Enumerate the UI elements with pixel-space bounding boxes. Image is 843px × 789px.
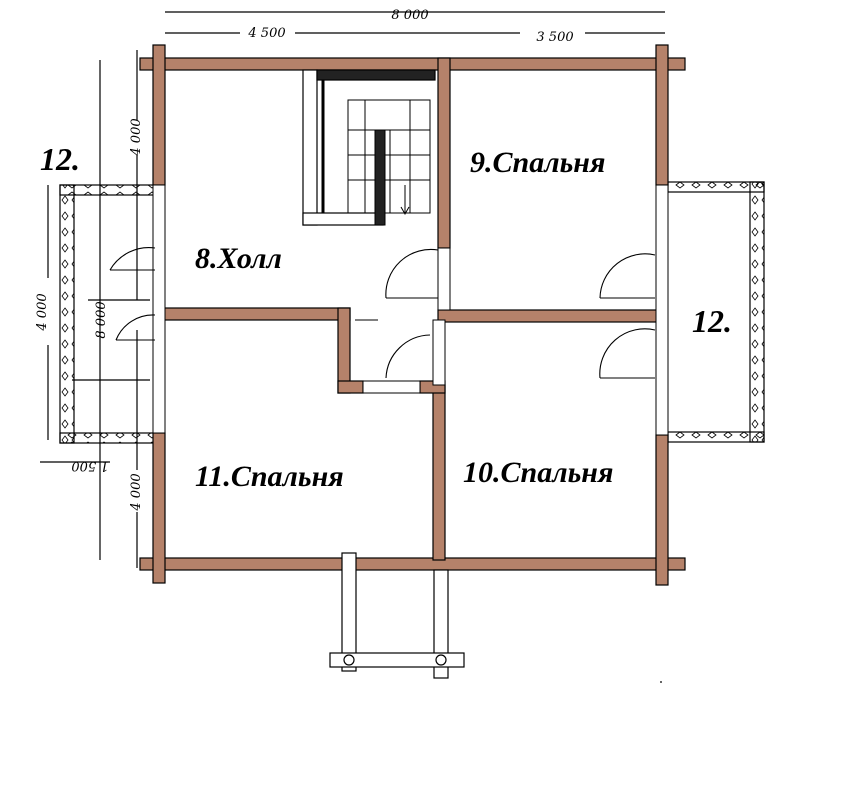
staircase: [316, 80, 431, 226]
room-bedroom-11-label: 11.Спальня: [195, 460, 344, 493]
balcony-right: [667, 181, 765, 443]
dim-left-upper: 4 000: [129, 118, 144, 156]
dim-right-top: 3 500: [536, 30, 573, 45]
balcony-left-label: 12.: [40, 141, 80, 177]
balcony-right-label: 12.: [692, 303, 732, 339]
dim-left-total: 8 000: [94, 301, 109, 338]
openings: [152, 184, 669, 436]
dim-balcony-depth: 4 000: [35, 293, 50, 331]
walls: [139, 44, 686, 586]
dim-left-lower: 4 000: [129, 473, 144, 511]
room-hall-label: 8.Холл: [195, 242, 282, 275]
porch: [329, 552, 465, 679]
dim-balcony-width: 1 500: [71, 458, 108, 473]
dim-left-top: 4 500: [247, 26, 285, 41]
dim-total-top: 8 000: [391, 8, 428, 23]
balcony-left: [59, 184, 159, 444]
dimension-lines: [40, 11, 665, 683]
door-swings: [109, 247, 656, 379]
room-bedroom-9-label: 9.Спальня: [470, 146, 605, 179]
room-bedroom-10-label: 10.Спальня: [463, 456, 613, 489]
